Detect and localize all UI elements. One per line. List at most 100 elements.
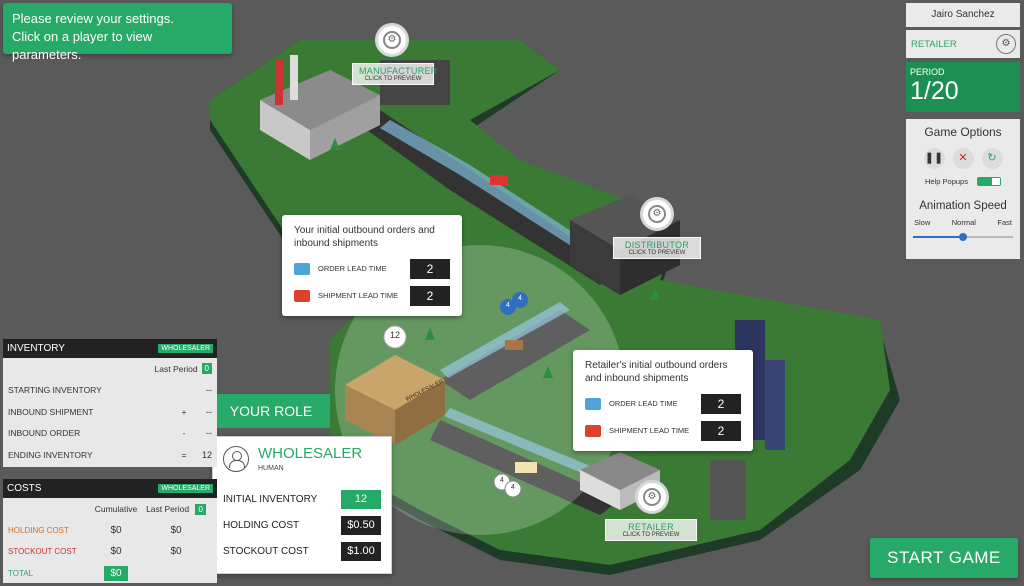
total-value: $0 — [104, 565, 128, 581]
shipment-lead-time-label: SHIPMENT LEAD TIME — [318, 291, 399, 300]
retailer-label[interactable]: RETAILER CLICK TO PREVIEW — [605, 519, 697, 541]
user-name: Jairo Sanchez — [906, 3, 1020, 27]
shipment-lead-time-value: 2 — [410, 285, 450, 306]
start-game-button[interactable]: START GAME — [870, 538, 1018, 578]
role-selector[interactable]: RETAILER ⚙ — [906, 30, 1020, 58]
inventory-row: INBOUND ORDER - -- — [3, 423, 217, 445]
lead-popup-title: Your initial outbound orders and inbound… — [294, 225, 435, 249]
holding-cost-label: HOLDING COST — [8, 525, 69, 535]
last-period-header-label: Last Period — [146, 503, 190, 514]
holding-last-period: $0 — [170, 524, 182, 536]
inventory-row-operator: - — [182, 428, 186, 439]
pause-icon[interactable]: ❚❚ — [923, 148, 945, 169]
period-value: 1/20 — [910, 77, 959, 105]
truck-icon — [294, 289, 310, 302]
total-cost-row: TOTAL $0 — [3, 563, 217, 585]
close-icon[interactable]: ✕ — [952, 148, 974, 169]
stockout-cost-label: STOCKOUT COST — [8, 547, 77, 557]
distributor-label[interactable]: DISTRIBUTOR CLICK TO PREVIEW — [613, 237, 701, 259]
order-lead-time-label: ORDER LEAD TIME — [609, 399, 678, 408]
stockout-cumulative: $0 — [110, 546, 122, 558]
inventory-last-period-row: Last Period 0 — [3, 358, 217, 380]
help-popups-row: Help Popups — [906, 177, 1020, 186]
holding-cost-row: HOLDING COST $0 $0 — [3, 520, 217, 542]
holding-cumulative: $0 — [110, 524, 122, 536]
total-label: TOTAL — [8, 568, 34, 578]
distributor-icon[interactable]: ⚙ — [640, 197, 674, 231]
role-type: HUMAN — [258, 465, 284, 472]
inventory-title: INVENTORY — [7, 343, 65, 354]
holding-cost-row: HOLDING COST $0.50 — [223, 512, 381, 538]
role-card: WHOLESALER HUMAN INITIAL INVENTORY 12 HO… — [212, 436, 392, 574]
manufacturer-title: MANUFACTURER — [359, 66, 438, 76]
costs-column-header: Cumulative Last Period 0 — [3, 498, 217, 520]
distributor-title: DISTRIBUTOR — [624, 240, 690, 250]
role-selector-label: RETAILER — [911, 38, 957, 50]
retailer-icon[interactable]: ⚙ — [635, 480, 669, 514]
notice-line-1: Please review your settings. — [12, 11, 174, 26]
shipment-lead-time-row: SHIPMENT LEAD TIME 2 — [294, 283, 450, 308]
game-options-panel: Game Options ❚❚ ✕ ↻ Help Popups Animatio… — [906, 119, 1020, 259]
cumulative-header: Cumulative — [94, 503, 138, 514]
initial-inventory-value: 12 — [341, 489, 381, 509]
shipment-lead-time-value: 2 — [701, 420, 741, 441]
costs-role-badge: WHOLESALER — [158, 484, 213, 493]
review-settings-notice: Please review your settings. Click on a … — [3, 3, 232, 62]
costs-panel-header: COSTS WHOLESALER — [3, 479, 217, 498]
period-display: PERIOD 1/20 — [906, 62, 1020, 112]
order-lead-time-value: 2 — [701, 393, 741, 414]
stockout-cost-value: $1.00 — [341, 541, 381, 561]
restart-icon[interactable]: ↻ — [981, 148, 1003, 169]
last-period-value: 0 — [201, 363, 212, 375]
animation-speed-slider[interactable] — [913, 232, 1013, 242]
order-lead-time-row: ORDER LEAD TIME 2 — [585, 391, 741, 416]
inventory-row-value: -- — [206, 385, 212, 396]
wholesaler-inventory-badge: 12 — [389, 330, 400, 340]
manufacturer-label[interactable]: MANUFACTURER CLICK TO PREVIEW — [352, 63, 438, 85]
truck-icon — [585, 424, 601, 437]
role-name: WHOLESALER — [258, 445, 363, 462]
inventory-row-operator: = — [181, 449, 187, 460]
inventory-row-operator: + — [181, 406, 187, 417]
shipment-pipeline-badge: 4 — [500, 477, 504, 484]
inventory-role-badge: WHOLESALER — [158, 344, 213, 353]
inventory-row: INBOUND SHIPMENT + -- — [3, 401, 217, 423]
manufacturer-preview-hint: CLICK TO PREVIEW — [364, 76, 422, 82]
stockout-cost-label: STOCKOUT COST — [223, 545, 309, 557]
order-icon — [294, 262, 310, 275]
inventory-row-label: INBOUND ORDER — [8, 428, 81, 439]
retailer-preview-hint: CLICK TO PREVIEW — [622, 532, 680, 538]
order-lead-time-value: 2 — [410, 258, 450, 279]
order-lead-time-label: ORDER LEAD TIME — [318, 264, 387, 273]
user-avatar-icon — [223, 445, 249, 472]
role-gear-icon[interactable]: ⚙ — [996, 34, 1016, 54]
order-lead-time-row: ORDER LEAD TIME 2 — [294, 256, 450, 281]
holding-cost-label: HOLDING COST — [223, 519, 300, 531]
order-pipeline-badge: 4 — [506, 302, 510, 309]
inventory-row-value: -- — [206, 428, 212, 439]
shipment-pipeline-badge: 4 — [511, 484, 515, 491]
stockout-cost-row: STOCKOUT COST $1.00 — [223, 538, 381, 564]
help-popups-label: Help Popups — [925, 177, 968, 186]
animation-speed-title: Animation Speed — [919, 200, 1007, 212]
help-popups-toggle[interactable] — [976, 177, 1001, 186]
last-period-value: 0 — [195, 503, 206, 515]
order-icon — [585, 397, 601, 410]
shipment-lead-time-row: SHIPMENT LEAD TIME 2 — [585, 418, 741, 443]
period-label: PERIOD — [910, 67, 945, 77]
notice-line-2: Click on a player to view parameters. — [12, 29, 153, 62]
costs-panel: COSTS WHOLESALER Cumulative Last Period … — [3, 479, 217, 583]
speed-slow-label: Slow — [914, 218, 931, 227]
retailer-title: RETAILER — [628, 522, 674, 532]
speed-fast-label: Fast — [997, 218, 1012, 227]
inventory-row: STARTING INVENTORY -- — [3, 380, 217, 402]
inventory-row-label: INBOUND SHIPMENT — [8, 406, 94, 417]
inventory-row-label: STARTING INVENTORY — [8, 385, 102, 396]
manufacturer-icon[interactable]: ⚙ — [375, 23, 409, 57]
order-pipeline-badge: 4 — [518, 295, 522, 302]
holding-cost-value: $0.50 — [341, 515, 381, 535]
game-options-title: Game Options — [924, 125, 1002, 139]
inventory-panel-header: INVENTORY WHOLESALER — [3, 339, 217, 358]
speed-slider-thumb[interactable] — [959, 233, 967, 241]
initial-inventory-label: INITIAL INVENTORY — [223, 493, 318, 505]
